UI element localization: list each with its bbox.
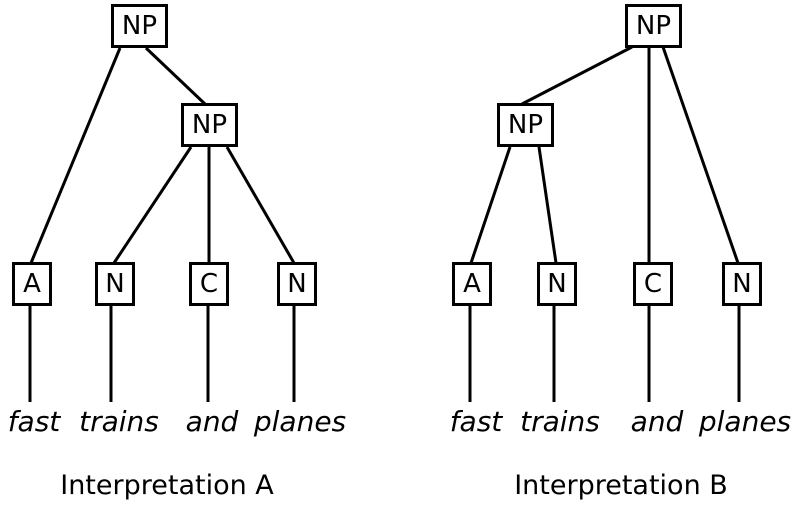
tree-a-caption: Interpretation A (60, 470, 274, 501)
tree-a-inner-np-node: NP (181, 103, 238, 147)
edge-b-inner-to-leaf-a (469, 146, 512, 264)
edge-a-inner-to-leaf-n1 (112, 146, 193, 264)
tree-a-leaf-n1-node: N (95, 262, 135, 306)
tree-a-edges (28, 46, 296, 402)
tree-a-leaf-n2-node: N (277, 262, 317, 306)
edge-a-root-to-inner-np (144, 46, 207, 106)
tree-b-leaf-c-node: C (633, 262, 673, 306)
edge-b-root-to-inner-np (521, 45, 633, 106)
tree-a-word-2: trains (79, 405, 159, 438)
tree-b-word-2: trains (520, 405, 600, 438)
tree-a-leaf-c-node: C (189, 262, 229, 306)
edge-b-root-to-leaf-n2 (661, 46, 740, 264)
edge-a-root-to-leaf-a (29, 47, 122, 264)
tree-a-root-np-node: NP (111, 4, 168, 48)
tree-b-leaf-a-node: A (452, 262, 492, 306)
tree-b-leaf-n1-node: N (537, 262, 577, 306)
tree-b-caption: Interpretation B (514, 470, 728, 501)
tree-b-inner-np-node: NP (497, 103, 554, 147)
tree-a-word-1: fast (7, 405, 61, 438)
tree-a-leaf-a-node: A (12, 262, 52, 306)
tree-b-leaf-n2-node: N (722, 262, 762, 306)
edge-b-inner-to-leaf-n1 (537, 146, 558, 264)
tree-b-word-3: and (630, 405, 684, 438)
tree-b-word-4: planes (698, 405, 792, 438)
tree-a-word-4: planes (253, 405, 347, 438)
tree-a-word-3: and (185, 405, 239, 438)
edge-a-inner-to-leaf-n2 (225, 146, 296, 264)
tree-b-root-np-node: NP (625, 4, 682, 48)
tree-b-edges (468, 45, 741, 402)
tree-b-word-1: fast (449, 405, 503, 438)
